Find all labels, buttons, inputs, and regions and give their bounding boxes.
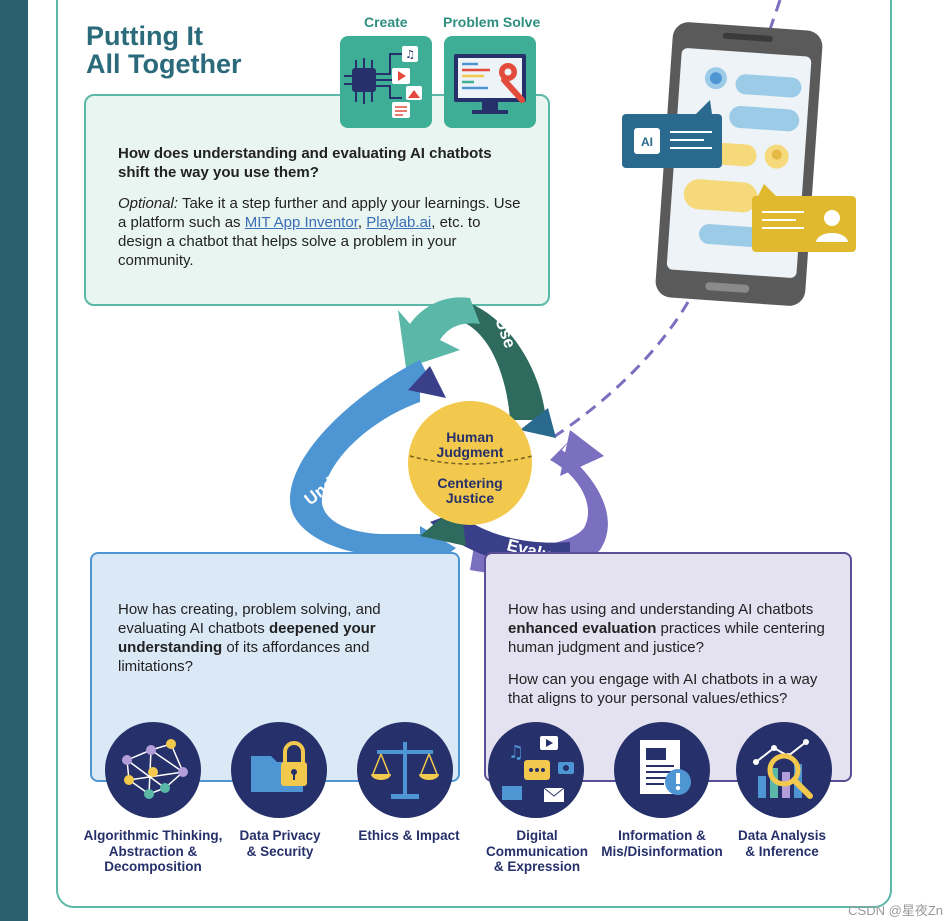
folder-lock-icon (231, 722, 327, 818)
phone-chatbot-illustration: AI (622, 22, 856, 306)
centering-justice-line2: Justice (446, 490, 494, 506)
label-data-privacy: Data Privacy & Security (239, 828, 321, 859)
svg-text:♫: ♫ (508, 742, 524, 763)
monitor-wrench-icon (444, 36, 536, 128)
cycle-diagram: Use Understand Evaluate Human Judgment C… (290, 297, 608, 576)
playlab-link[interactable]: Playlab.ai (366, 214, 432, 231)
use-reflection-box (84, 94, 550, 306)
label-algorithmic-thinking: Algorithmic Thinking, Abstraction & Deco… (83, 828, 223, 874)
evaluate-question-2: How can you engage with AI chatbots in a… (508, 671, 818, 707)
data-analysis-magnifier-icon (736, 722, 832, 818)
page-title: Putting It All Together (86, 21, 242, 79)
evaluate-question-1: How has using and understanding AI chatb… (508, 601, 825, 656)
circuit-icon: ♫ (340, 36, 432, 128)
ai-badge-text: AI (641, 135, 653, 149)
label-information-misinformation: Information & Mis/Disinformation (601, 828, 723, 859)
left-sidebar-bar (0, 0, 28, 921)
human-judgment-line2: Judgment (437, 444, 504, 460)
label-ethics-impact: Ethics & Impact (358, 828, 460, 843)
media-communication-icon: ♫ (488, 722, 584, 818)
label-data-analysis: Data Analysis & Inference (737, 828, 827, 859)
centering-justice-line1: Centering (437, 475, 502, 491)
page-frame (56, 0, 892, 908)
problem-solve-label: Problem Solve (443, 14, 541, 30)
create-label: Create (364, 14, 408, 30)
scales-of-justice-icon (357, 722, 453, 818)
network-graph-icon (105, 722, 201, 818)
mit-app-inventor-link[interactable]: MIT App Inventor (244, 214, 358, 231)
use-question: How does understanding and evaluating AI… (118, 145, 492, 181)
understand-question: How has creating, problem solving, and e… (118, 601, 381, 675)
label-digital-communication: Digital Communication & Expression (485, 828, 588, 874)
optional-text: Optional: Take it a step further and app… (118, 195, 521, 269)
human-judgment-line1: Human (446, 429, 493, 445)
watermark: CSDN @星夜Zn (848, 903, 943, 918)
svg-text:♫: ♫ (405, 48, 415, 61)
document-alert-icon (614, 722, 710, 818)
